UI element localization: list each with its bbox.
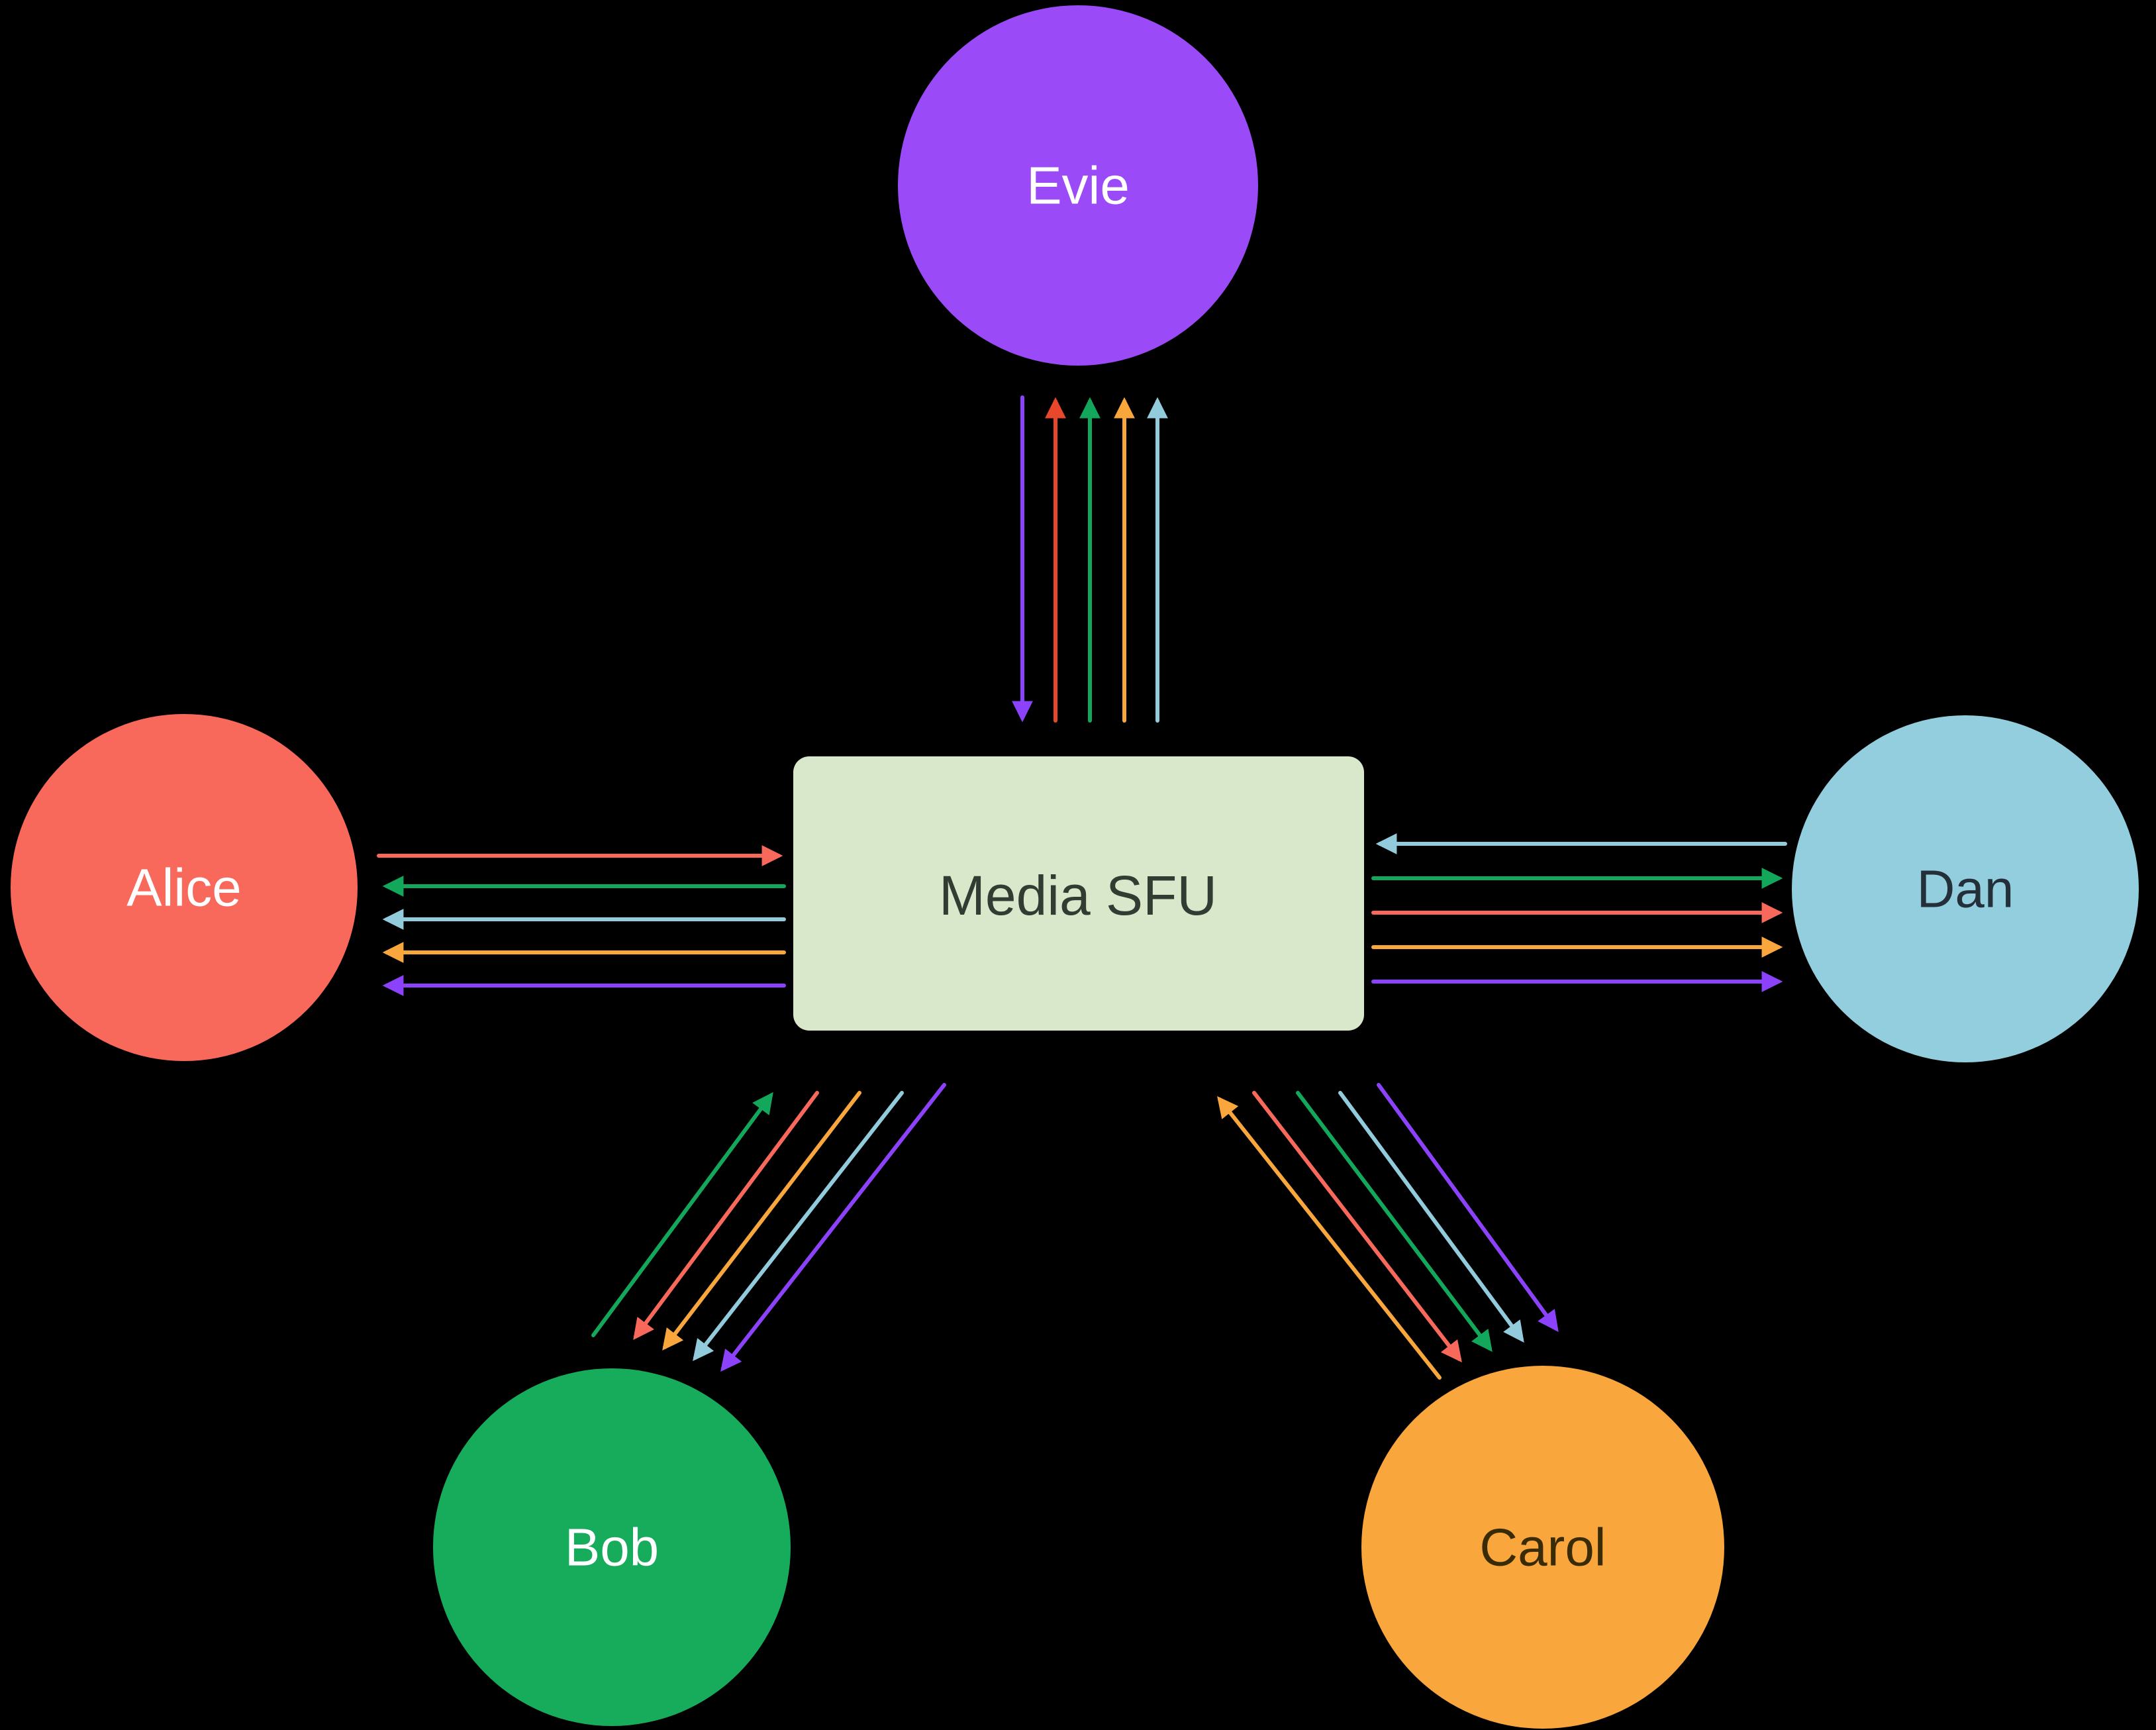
arrow-sfu-to-carol-from-dan [1338, 1091, 1524, 1343]
arrow-sfu-to-carol-from-alice [1252, 1091, 1462, 1363]
alice-label: Alice [126, 858, 241, 917]
node-evie: Evie [898, 5, 1258, 366]
node-dan: Dan [1792, 715, 2139, 1062]
arrow-bob-to-sfu [591, 1092, 773, 1337]
node-bob: Bob [433, 1368, 791, 1726]
carol-label: Carol [1479, 1518, 1606, 1577]
node-carol: Carol [1361, 1366, 1724, 1729]
bob-circle [433, 1368, 791, 1726]
arrow-sfu-to-carol-from-evie [1377, 1083, 1559, 1333]
arrow-carol-to-sfu [1217, 1096, 1442, 1380]
carol-circle [1361, 1366, 1724, 1729]
arrow-sfu-to-bob-from-carol [662, 1091, 861, 1351]
sfu-box [793, 756, 1364, 1031]
evie-circle [898, 5, 1258, 366]
flows-dan [1371, 833, 1787, 992]
alice-circle [11, 714, 358, 1061]
dan-label: Dan [1917, 860, 2014, 919]
dan-circle [1792, 715, 2139, 1062]
flows-evie [1012, 395, 1168, 723]
arrow-sfu-to-carol-from-bob [1296, 1091, 1493, 1352]
sfu-node: Media SFU [793, 756, 1364, 1031]
arrow-sfu-to-bob-from-evie [720, 1083, 946, 1372]
sfu-box-label: Media SFU [939, 864, 1217, 927]
arrow-sfu-to-bob-from-dan [693, 1091, 904, 1362]
flows-bob [591, 1083, 946, 1372]
flows-alice [377, 845, 786, 996]
bob-label: Bob [565, 1518, 659, 1577]
node-alice: Alice [11, 714, 358, 1061]
evie-label: Evie [1026, 156, 1130, 215]
arrow-sfu-to-bob-from-alice [633, 1091, 819, 1341]
flows-carol [1217, 1083, 1559, 1380]
